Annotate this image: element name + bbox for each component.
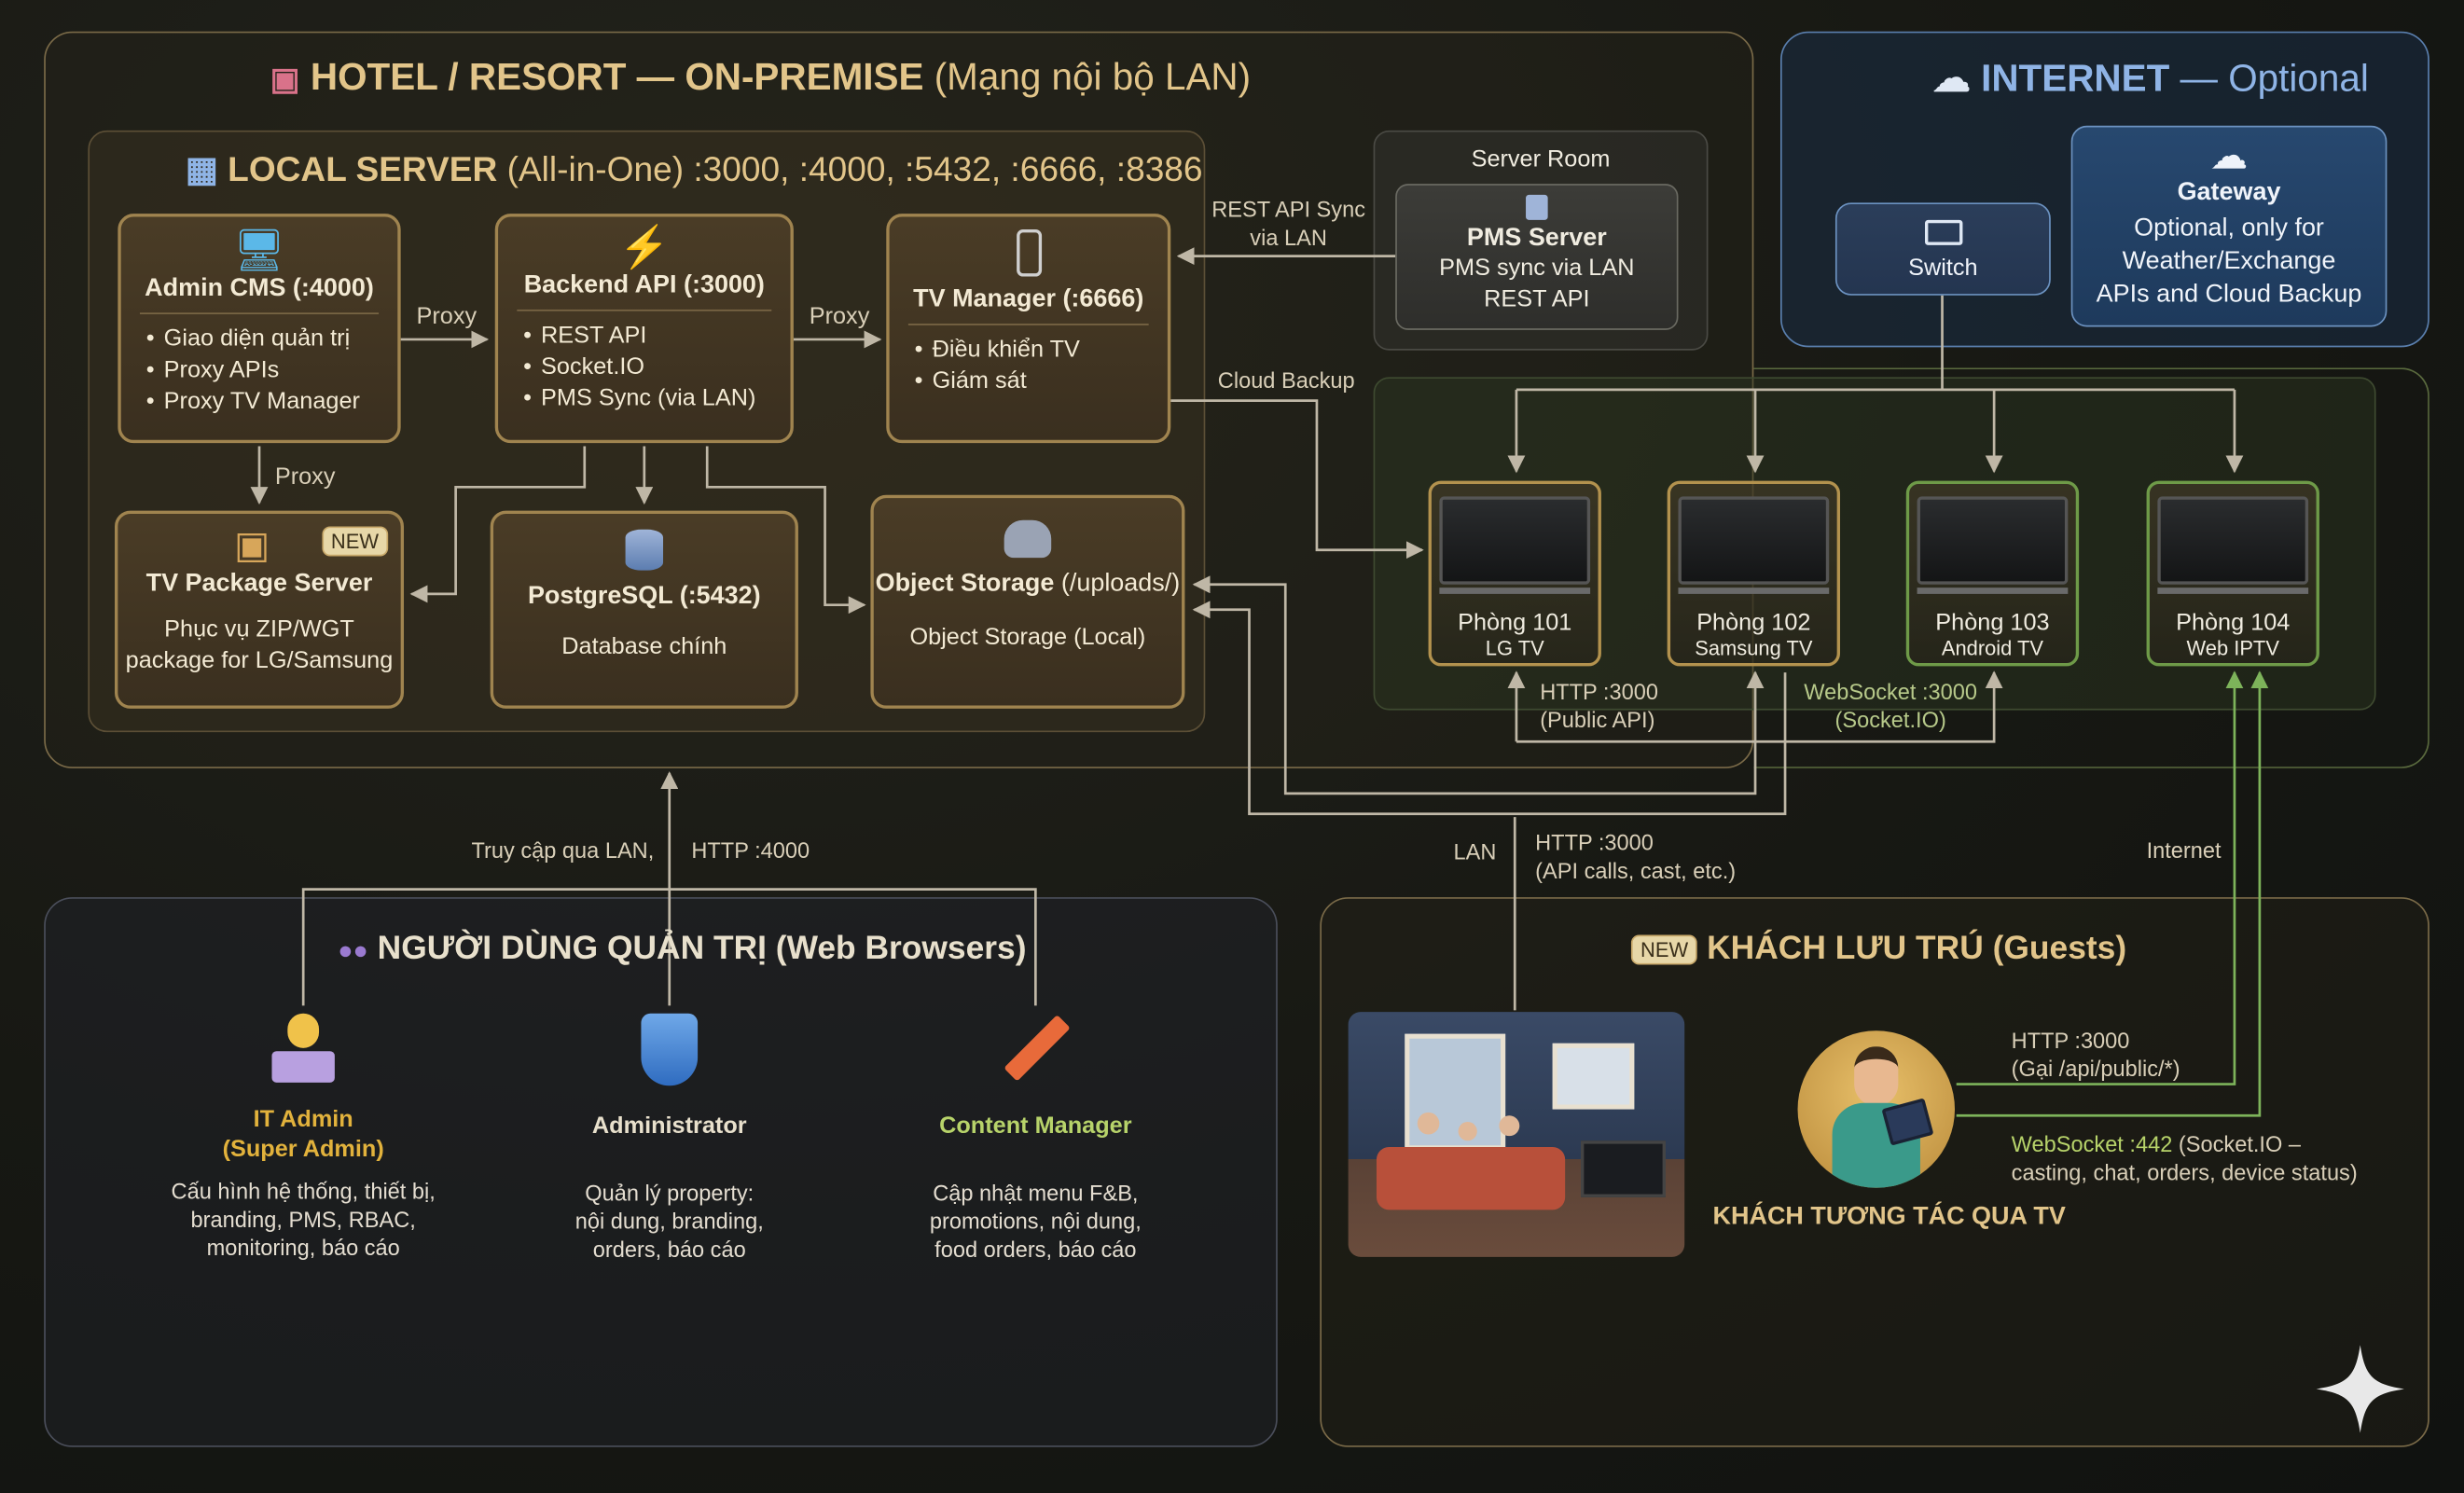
content-manager: Content Manager Cập nhật menu F&B,promot… — [870, 1014, 1200, 1264]
server-room-title: Server Room — [1471, 145, 1611, 173]
room-name: Phòng 102 — [1696, 609, 1811, 637]
server-icon — [1526, 194, 1548, 220]
cloud-backup-label: Cloud Backup — [1217, 367, 1355, 394]
sparkle-icon — [2316, 1345, 2404, 1433]
users-icon: ●● — [338, 937, 368, 965]
pms-server-box: PMS Server PMS sync via LAN REST API — [1395, 184, 1679, 330]
admins-title: ●● NGƯỜI DÙNG QUẢN TRỊ (Web Browsers) — [338, 930, 1027, 967]
it-admin-icon — [269, 1013, 338, 1086]
guest-tablet-avatar — [1797, 1030, 1956, 1188]
lan-access-label: Truy cập qua LAN, — [471, 837, 655, 864]
room-device: Android TV — [1941, 636, 2044, 660]
tv-manager-box: TV Manager (:6666) Điều khiển TVGiám sát — [886, 214, 1171, 444]
http-public-label: HTTP :3000(Public API) — [1540, 678, 1658, 733]
proxy-label: Proxy — [809, 303, 870, 330]
pencil-icon — [1000, 1014, 1073, 1086]
package-icon: ▣ — [234, 524, 270, 568]
guests-title: NEW KHÁCH LƯU TRÚ (Guests) — [1630, 930, 2126, 967]
admin-cms-box: 🖥 Admin CMS (:4000) Giao diện quản trịPr… — [118, 214, 401, 444]
http-api-label: HTTP :3000(API calls, cast, etc.) — [1535, 829, 1737, 883]
tv-zone-region — [1753, 367, 2429, 768]
cloud-icon: ☁ — [2209, 134, 2249, 178]
monitor-icon: 🖥 — [233, 226, 285, 274]
room-name: Phòng 101 — [1458, 609, 1572, 637]
tv-icon — [1917, 496, 2069, 585]
room-device: LG TV — [1485, 636, 1544, 660]
websocket-label: WebSocket :3000(Socket.IO) — [1804, 678, 1978, 733]
lan-label: LAN — [1453, 838, 1497, 864]
gateway-box: ☁ Gateway Optional, only for Weather/Exc… — [2070, 125, 2388, 327]
proxy-label: Proxy — [274, 463, 336, 491]
tv-icon — [2157, 496, 2309, 585]
database-icon — [625, 529, 664, 571]
tv-package-server-box: ▣ NEW TV Package Server Phục vụ ZIP/WGT … — [114, 510, 405, 709]
object-storage-box: Object Storage (/uploads/) Object Storag… — [870, 494, 1185, 709]
elephant-icon — [1004, 519, 1052, 559]
building-icon: ▦ — [185, 149, 218, 189]
postgresql-box: PostgreSQL (:5432) Database chính — [490, 510, 798, 709]
tv-icon — [1439, 496, 1591, 585]
tv-icon — [1678, 496, 1830, 585]
backend-api-box: ⚡ Backend API (:3000) REST APISocket.IOP… — [494, 214, 794, 444]
local-server-title: ▦ LOCAL SERVER (All-in-One) :3000, :4000… — [185, 149, 1203, 189]
room-device: Web IPTV — [2186, 636, 2279, 660]
internet-title: ☁ INTERNET — Optional — [1932, 58, 2369, 101]
http4000-label: HTTP :4000 — [691, 837, 810, 864]
it-admin: IT Admin(Super Admin) Cấu hình hệ thống,… — [138, 1013, 468, 1262]
family-tv-illustration — [1348, 1012, 1685, 1257]
internet-label: Internet — [2146, 837, 2222, 864]
admins-region — [44, 897, 1278, 1447]
room-device: Samsung TV — [1695, 636, 1813, 660]
network-switch-icon — [1924, 219, 1962, 245]
proxy-label: Proxy — [416, 303, 478, 330]
hotel-icon: ▣ — [270, 62, 300, 98]
administrator: Administrator Quản lý property:nội dung,… — [505, 1013, 835, 1264]
onprem-title: ▣ HOTEL / RESORT — ON-PREMISE (Mạng nội … — [270, 56, 1252, 100]
room-name: Phòng 104 — [2176, 609, 2291, 637]
shield-icon — [641, 1013, 699, 1086]
room-name: Phòng 103 — [1935, 609, 2050, 637]
cloud-icon: ☁ — [1932, 58, 1971, 101]
lightning-icon: ⚡ — [618, 223, 671, 270]
remote-icon — [1016, 228, 1042, 277]
guest-http-label: HTTP :3000(Gại /api/public/*) — [2011, 1027, 2180, 1082]
guest-ws-label: WebSocket :442 (Socket.IO – casting, cha… — [2011, 1131, 2358, 1185]
guest-caption: KHÁCH TƯƠNG TÁC QUA TV — [1712, 1203, 2066, 1231]
switch-box: Switch — [1834, 202, 2051, 296]
new-badge: NEW — [1630, 934, 1698, 965]
new-badge: NEW — [321, 526, 389, 557]
